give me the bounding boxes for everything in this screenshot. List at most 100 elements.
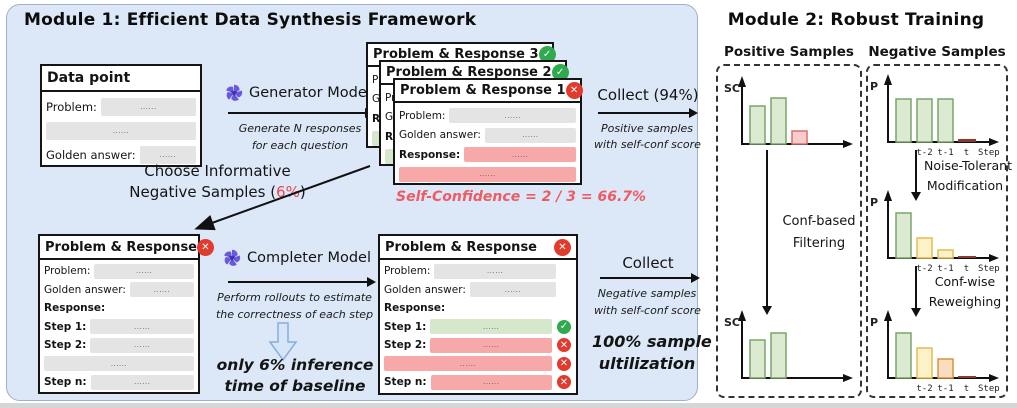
completer-caption-2: the correctness of each step [215,308,374,321]
step1-label: Step 1: [384,320,427,333]
generator-model-icon [226,84,243,101]
golden-label: Golden answer: [44,283,126,296]
positive-before-chart: SC [722,72,858,172]
row-problem: Problem:...... [44,262,194,281]
choose-line2-prefix: Negative Samples ( [129,183,277,201]
collect-bottom-label: Collect [622,254,674,272]
svg-text:Step: Step [978,148,1000,158]
step2-label: Step 2: [384,339,427,352]
rollout-card: Problem & Response ✕ Problem:...... Gold… [378,234,578,395]
problem-value: ...... [94,263,194,279]
positive-samples-panel [716,64,862,398]
module2-title: Module 2: Robust Training [727,10,985,30]
step1-value: ...... [430,319,552,335]
problem-value: ...... [449,108,576,124]
rollout-card-header: Problem & Response ✕ [380,236,576,260]
row-step-cont: ......✕ [384,355,572,374]
svg-text:t-2: t-2 [916,264,932,274]
noise-tolerant-arrow [910,150,921,201]
response-card-2-title: Problem & Response 2 [386,65,552,80]
generator-caption-1: Generate N responses [238,122,362,135]
noise-tolerant-label-1: Noise-Tolerant [924,158,1012,173]
problem-value: ...... [100,98,196,116]
golden-label: Golden answer: [384,283,466,296]
utilization-note-1: 100% sample [592,332,712,351]
utilization-note-2: ultilization [598,354,696,373]
response-card-1: Problem & Response 1 ✕ Problem:...... Go… [393,78,583,186]
svg-text:t: t [964,148,969,158]
row-response-cont: ...... [399,165,576,185]
row-stepn: Step n:...... [44,373,194,392]
response-card-3-title: Problem & Response 3 [373,47,539,62]
negative-samples-panel [866,64,1008,398]
block-arrow-down-icon [268,322,298,362]
svg-text:t: t [964,264,969,274]
svg-text:SC: SC [724,82,740,95]
cross-icon: ✕ [565,82,583,99]
choose-line2-suffix: ) [299,183,306,201]
golden-value: ...... [484,127,576,143]
row-step1: Step 1:...... [44,318,194,337]
svg-text:t-1: t-1 [937,384,953,394]
negative-sample-card-title: Problem & Response [45,239,197,255]
check-icon: ✓ [551,64,569,81]
module1-title: Module 1: Efficient Data Synthesis Frame… [24,10,477,30]
data-point-rows: Problem: ...... ...... Golden answer: ..… [42,92,200,169]
positive-after-chart: SC [722,306,858,406]
collect-bottom-caption-1: Negative samples [597,287,697,300]
data-point-title: Data point [42,66,200,92]
svg-text:P: P [870,80,878,93]
response-card-1-rows: Problem:...... Golden answer:...... Resp… [395,103,580,186]
problem-label: Problem: [44,265,91,278]
conf-filtering-label-1: Conf-based [782,214,856,229]
inference-note-1: only 6% inference [216,356,374,374]
svg-text:Step: Step [978,384,1000,394]
cross-icon: ✕ [197,238,214,256]
collect-bottom-arrow [600,272,700,283]
generator-caption-2: for each question [251,139,349,152]
response-card-1-title: Problem & Response 1 [400,83,566,98]
completer-arrow [228,276,376,287]
response-cont-value: ...... [399,166,576,182]
figure-bottom-edge [0,403,1017,408]
row-golden: Golden answer:...... [384,281,572,300]
stepn-label: Step n: [384,376,427,389]
svg-text:P: P [870,196,878,209]
step1-label: Step 1: [44,320,87,333]
svg-text:t-2: t-2 [916,384,932,394]
response-label: Response: [399,148,461,161]
row-response: Response:...... [399,145,576,165]
self-confidence-text: Self-Confidence = 2 / 3 = 66.7% [396,189,647,205]
response-label: Response: [384,302,446,315]
noise-tolerant-label-2: Modification [926,178,1004,193]
positive-samples-label: Positive Samples [724,44,854,60]
row-step2: Step 2:......✕ [384,336,572,355]
problem-row: Problem: ...... [46,95,196,119]
data-point-card: Data point Problem: ...... ...... Golden… [40,64,202,167]
inference-note-2: time of baseline [224,377,366,395]
stepn-value: ...... [430,374,552,390]
svg-text:Step: Step [978,264,1000,274]
golden-label: Golden answer: [399,129,481,142]
row-response: Response: [44,299,194,318]
conf-filtering-arrow [761,150,772,315]
step2-value: ...... [90,337,194,353]
cross-icon: ✕ [556,355,572,372]
generator-arrow [228,107,374,118]
negative-sample-card-header: Problem & Response ✕ [40,236,214,260]
step1-value: ...... [90,319,194,335]
svg-text:t-2: t-2 [916,148,932,158]
step-cont-value: ...... [384,356,552,372]
completer-caption-1: Perform rollouts to estimate [217,291,372,304]
completer-model-label: Completer Model [247,250,371,266]
cross-icon: ✕ [556,337,572,354]
golden-value: ...... [129,282,194,298]
collect-top-arrow [598,107,698,118]
cross-icon: ✕ [554,238,571,256]
conf-wise-label-2: Reweighing [928,294,1002,309]
check-icon: ✓ [556,318,572,335]
negative-sample-rows: Problem:...... Golden answer:...... Resp… [40,260,198,394]
